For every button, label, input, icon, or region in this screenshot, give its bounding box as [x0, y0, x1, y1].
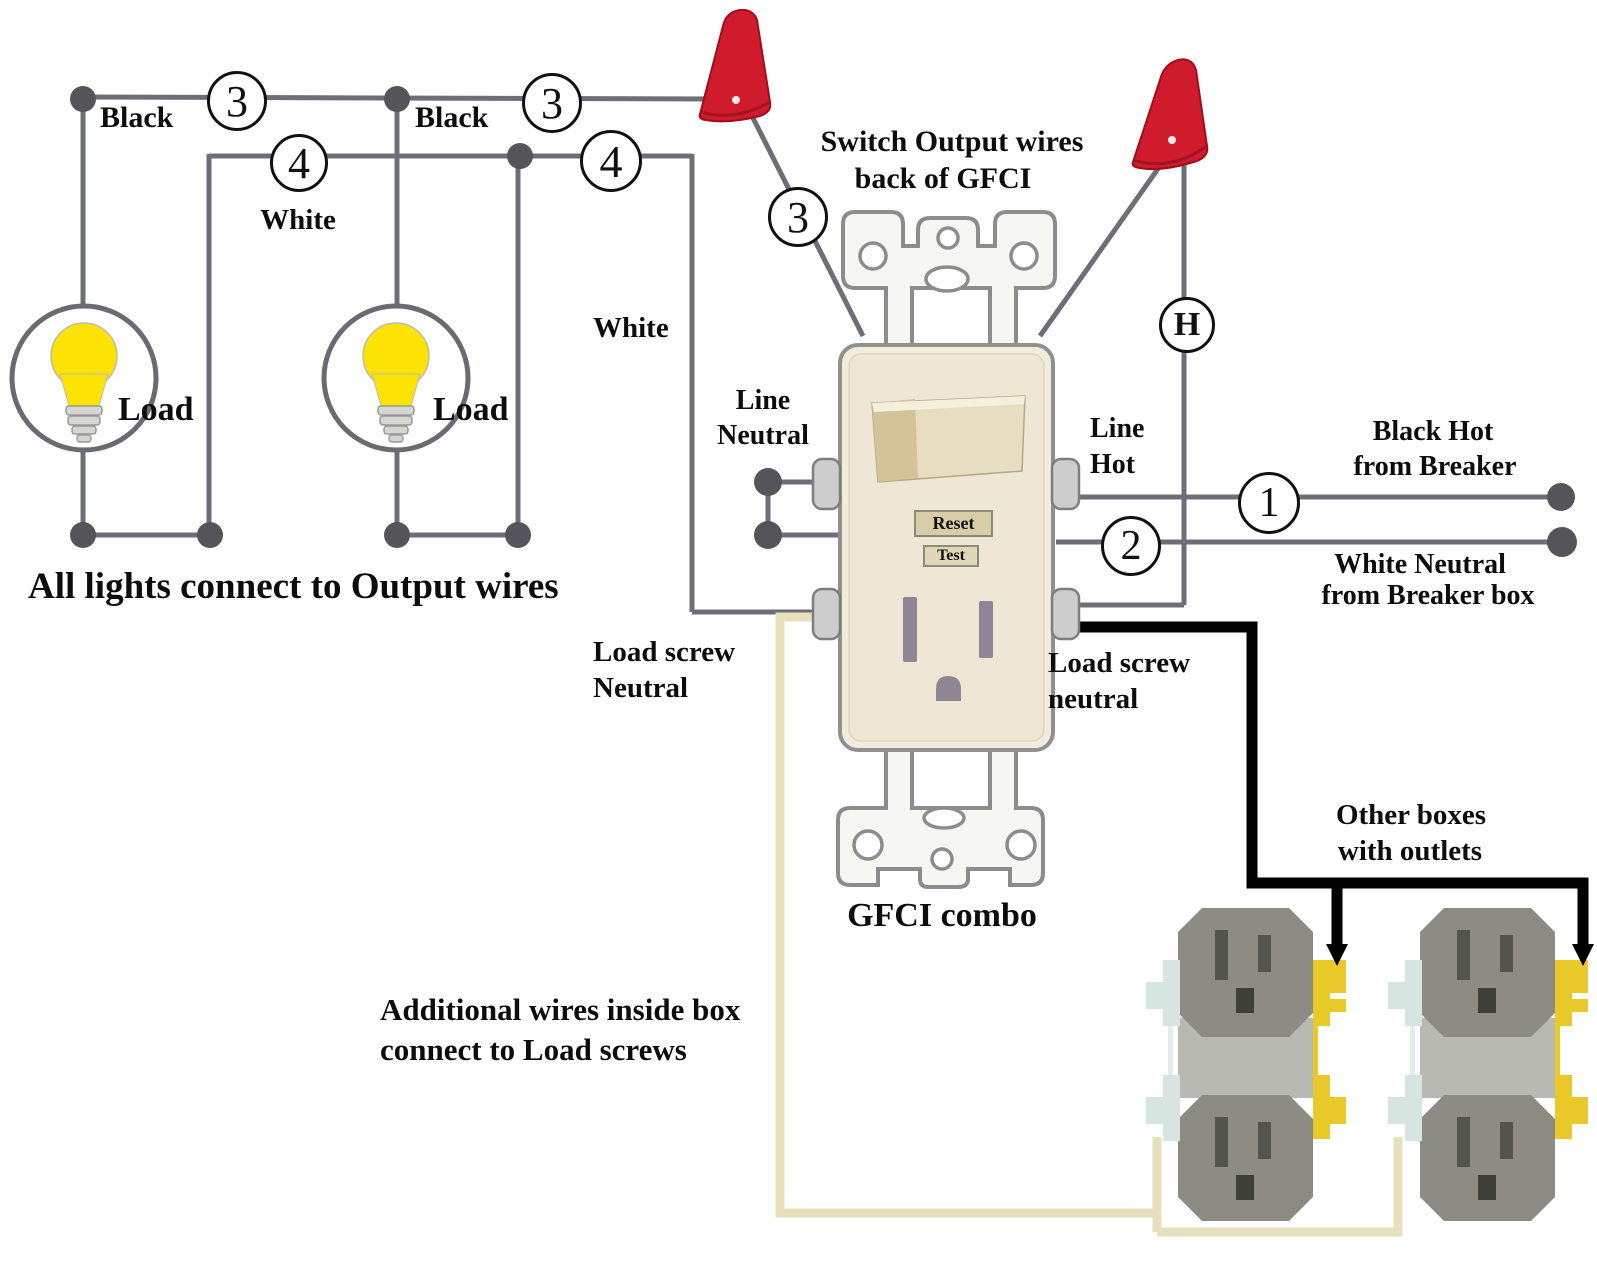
screw-icon: [811, 457, 842, 511]
label-additional-1: Additional wires inside box: [380, 992, 741, 1027]
label-line-hot-2: Hot: [1090, 449, 1136, 480]
label-line-neutral-1: Line: [735, 385, 791, 416]
neutral-terminal-icon: [1146, 960, 1180, 1141]
wire-nut-icon: [1131, 58, 1209, 171]
label-load-screw-left-2: Neutral: [593, 672, 689, 704]
screw-icon: [1050, 587, 1081, 641]
label-load-1: Load: [118, 391, 194, 428]
gfci-ground-hole: [936, 676, 961, 701]
label-switch-output-2: back of GFCI: [854, 162, 1032, 195]
label-line-hot-1: Line: [1090, 413, 1145, 444]
label-load-screw-right-2: neutral: [1048, 683, 1139, 715]
label-load-screw-left-1: Load screw: [593, 636, 736, 668]
label-load-2: Load: [433, 391, 509, 428]
junction-dot: [384, 86, 410, 112]
brass-terminal-icon: [1313, 960, 1346, 1139]
duplex-outlet-icon: [1420, 908, 1555, 1037]
mounting-slot-icon: [924, 265, 970, 293]
label-white-neutral-1: White Neutral: [1334, 549, 1506, 580]
wire-nut-right: [1131, 58, 1209, 171]
mounting-hole-icon: [852, 829, 884, 861]
junction-dots: [70, 86, 1577, 557]
gfci-slot-right: [979, 601, 993, 658]
label-black-hot-2: from Breaker: [1353, 451, 1517, 482]
junction-dot: [507, 143, 533, 169]
terminal-screws: [811, 457, 1081, 641]
mounting-slot-icon: [922, 806, 966, 830]
mounting-hole-icon: [858, 241, 888, 271]
marker-switch-output-3: 3: [768, 187, 828, 247]
neutral-terminal-icon: [1388, 960, 1422, 1141]
duplex-outlet-icon: [1178, 908, 1313, 1037]
arrow-down-icon: [1572, 944, 1594, 966]
light-bulb-2: [321, 303, 471, 453]
label-switch-output-1: Switch Output wires: [820, 125, 1084, 158]
label-other-boxes-1: Other boxes: [1335, 799, 1487, 831]
arrow-down-icon: [1326, 944, 1348, 966]
junction-dot: [70, 522, 96, 548]
gfci-device: [811, 210, 1081, 889]
reset-button[interactable]: Reset: [914, 510, 993, 537]
label-other-boxes-2: with outlets: [1337, 835, 1483, 867]
screw-icon: [1050, 457, 1081, 511]
marker-hot-H: H: [1159, 297, 1215, 353]
marker-black-3b: 3: [522, 73, 582, 133]
label-white-2: White: [593, 312, 669, 344]
junction-dot: [384, 522, 410, 548]
mounting-hole-icon: [1009, 241, 1039, 271]
label-black-1: Black: [100, 101, 174, 134]
mounting-hole-icon: [930, 847, 954, 871]
wire-nut-left: [698, 8, 772, 123]
junction-dot: [754, 468, 782, 496]
marker-white-4a: 4: [270, 134, 328, 192]
toggle-switch[interactable]: [871, 395, 1026, 483]
caption-all-lights: All lights connect to Output wires: [28, 566, 559, 607]
wire-end-dot: [1547, 527, 1577, 557]
label-black-2: Black: [415, 101, 489, 134]
label-gfci-combo: GFCI combo: [847, 897, 1037, 934]
wire-end-dot: [1547, 483, 1575, 511]
light-bulb-1: [9, 303, 159, 453]
brass-terminal-icon: [1555, 960, 1588, 1139]
black-load-wire: [1074, 621, 1589, 948]
mounting-hole-icon: [1005, 829, 1037, 861]
label-white-1: White: [260, 204, 336, 236]
label-black-hot-1: Black Hot: [1372, 416, 1494, 447]
wire-nut-right-lead: [1037, 154, 1170, 338]
marker-black-3a: 3: [207, 71, 267, 131]
junction-dot: [197, 522, 223, 548]
marker-breaker-hot-1: 1: [1238, 472, 1300, 534]
marker-breaker-neutral-2: 2: [1101, 516, 1161, 576]
mounting-hole-icon: [936, 226, 960, 250]
wire-nut-icon: [698, 8, 772, 123]
cream-neutral-wire: [775, 612, 1403, 1237]
label-additional-2: connect to Load screws: [380, 1032, 687, 1067]
duplex-outlet-2: [1388, 908, 1588, 1221]
junction-dot: [70, 86, 96, 112]
label-load-screw-right-1: Load screw: [1048, 647, 1191, 679]
duplex-outlet-1: [1146, 908, 1346, 1221]
gfci-slot-left: [903, 597, 917, 662]
junction-dot: [505, 522, 531, 548]
screw-icon: [811, 587, 842, 641]
label-white-neutral-2: from Breaker box: [1321, 580, 1535, 611]
label-line-neutral-2: Neutral: [717, 420, 809, 451]
junction-dot: [754, 521, 782, 549]
marker-white-4b: 4: [580, 130, 642, 192]
test-button[interactable]: Test: [923, 545, 979, 567]
